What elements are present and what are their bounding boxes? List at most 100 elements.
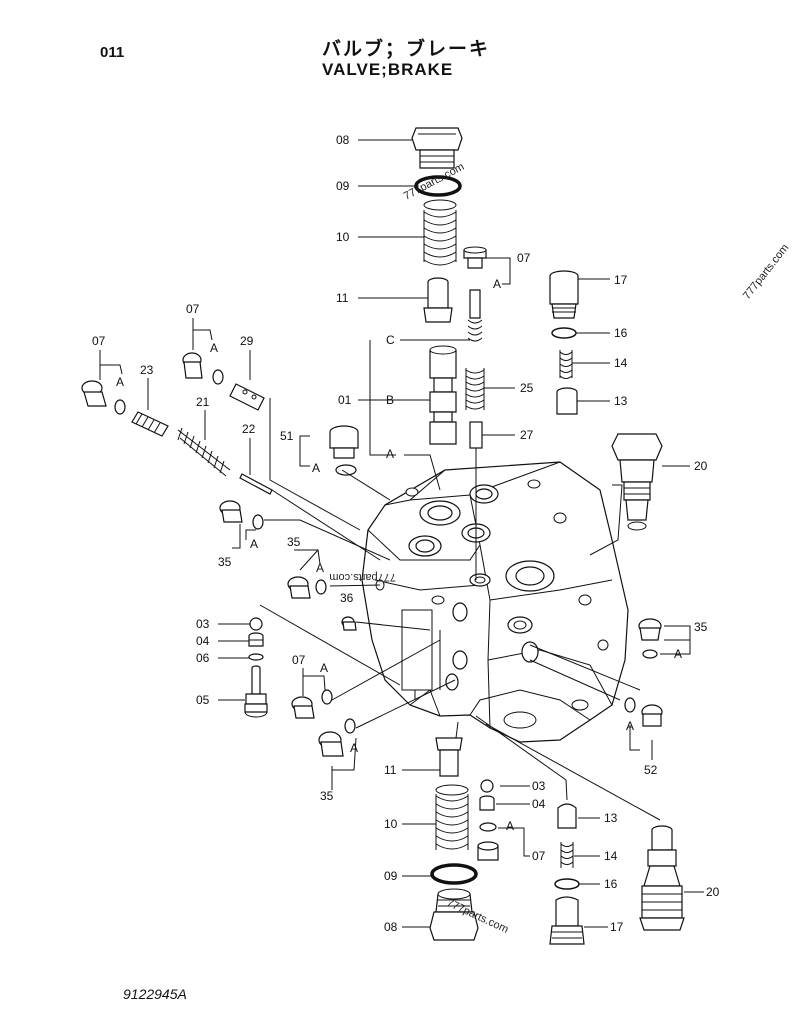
reference-markers: A A A A A B C A A A A A A A [116, 277, 682, 833]
part-08-top-plug[interactable] [411, 127, 463, 169]
callout-17-bottom: 17 [610, 920, 624, 934]
watermark-side: 777parts.com [741, 242, 791, 302]
part-35-lower-plug[interactable] [318, 718, 356, 757]
valve-body [361, 461, 629, 743]
callout-35-right: 35 [694, 620, 708, 634]
callout-35-lower: 35 [320, 789, 334, 803]
part-08-bottom-plug[interactable] [429, 888, 479, 941]
marker-a-top: A [493, 277, 501, 291]
part-16-bottom-o-ring[interactable] [554, 878, 580, 890]
marker-a-center: A [386, 447, 394, 461]
part-22-pin[interactable] [239, 473, 381, 561]
marker-a-left-far: A [116, 375, 124, 389]
marker-c: C [386, 333, 395, 347]
callout-23: 23 [140, 363, 154, 377]
part-17-bottom-plug[interactable] [549, 896, 585, 945]
callout-27: 27 [520, 428, 534, 442]
callout-35-center-left: 35 [287, 535, 301, 549]
leader-lines [99, 139, 704, 928]
part-13-upper-cap[interactable] [556, 387, 578, 415]
part-29-sleeve[interactable] [229, 383, 265, 411]
callout-13-top: 13 [614, 394, 628, 408]
callout-07-top: 07 [517, 251, 531, 265]
marker-a-51: A [312, 461, 320, 475]
callout-08-top: 08 [336, 133, 350, 147]
callout-16-bottom: 16 [604, 877, 618, 891]
part-11-bottom-piston[interactable] [435, 737, 463, 777]
marker-a-bottom: A [506, 819, 514, 833]
callout-17-top: 17 [614, 273, 628, 287]
marker-a-07-lower: A [320, 661, 328, 675]
part-51-plug[interactable] [329, 425, 359, 476]
callout-16-top: 16 [614, 326, 628, 340]
callout-14-bottom: 14 [604, 849, 618, 863]
callout-10-top: 10 [336, 230, 350, 244]
part-10-bottom-spring[interactable] [435, 784, 469, 850]
part-05-plunger[interactable] [244, 665, 268, 718]
part-06-ring[interactable] [248, 653, 264, 661]
callout-11-bottom: 11 [384, 763, 397, 777]
callout-07-left-upper: 07 [186, 302, 200, 316]
sheet-number: 011 [100, 44, 125, 61]
part-14-upper-spring[interactable] [559, 350, 573, 379]
marker-b: B [386, 393, 394, 407]
part-35-plug-left[interactable] [219, 500, 264, 530]
part-20-upper-relief-valve[interactable] [611, 433, 663, 531]
callout-20-top: 20 [694, 459, 708, 473]
callout-04-left: 04 [196, 634, 210, 648]
part-25-rod-spring[interactable] [465, 289, 485, 410]
callout-04-bottom: 04 [532, 797, 546, 811]
part-07-left-plug-upper[interactable] [182, 352, 224, 385]
callout-25: 25 [520, 381, 534, 395]
part-01-spool[interactable] [429, 345, 457, 445]
part-07-left-plug-far[interactable] [81, 380, 126, 415]
drawing-number: 9122945A [123, 986, 187, 1002]
marker-a-35-center: A [316, 561, 324, 575]
callout-03-bottom: 03 [532, 779, 546, 793]
callout-03-left: 03 [196, 617, 210, 631]
part-35-plug-center-left[interactable] [287, 576, 327, 599]
callout-51: 51 [280, 429, 294, 443]
callout-09-top: 09 [336, 179, 350, 193]
marker-a-left-upper: A [210, 341, 218, 355]
marker-a-35-right: A [674, 647, 682, 661]
callout-11-top: 11 [336, 291, 349, 305]
part-20-bottom-relief-valve[interactable] [639, 825, 685, 931]
part-13-bottom-cap[interactable] [557, 803, 577, 829]
part-07-bottom-plug[interactable] [477, 822, 499, 861]
part-14-bottom-spring[interactable] [560, 842, 574, 868]
callout-36: 36 [340, 591, 354, 605]
part-04-seat[interactable] [248, 632, 264, 647]
callout-01: 01 [338, 393, 352, 407]
part-07-center-plug[interactable] [463, 246, 487, 269]
callout-20-bottom: 20 [706, 885, 720, 899]
part-09-bottom-o-ring[interactable] [430, 863, 478, 885]
title-english: VALVE;BRAKE [322, 60, 454, 79]
callout-06: 06 [196, 651, 210, 665]
callout-14-top: 14 [614, 356, 628, 370]
marker-a-35-lower: A [350, 741, 358, 755]
part-07-lower-left-plug[interactable] [291, 689, 333, 719]
part-03-bottom-ball[interactable] [480, 779, 494, 793]
part-52-right-plug[interactable] [624, 697, 663, 727]
callout-labels: 08 09 10 11 07 17 16 14 13 25 27 01 07 0… [92, 133, 720, 934]
callout-07-bottom: 07 [532, 849, 546, 863]
marker-a-52: A [626, 719, 634, 733]
part-35-right-plug[interactable] [638, 618, 662, 659]
part-11-top-piston[interactable] [423, 277, 453, 323]
part-21-long-spring[interactable] [177, 427, 231, 477]
title-japanese: バルブ；ブレーキ [322, 39, 491, 60]
part-04-bottom-seat[interactable] [479, 795, 495, 811]
callout-10-bottom: 10 [384, 817, 398, 831]
callout-29: 29 [240, 334, 254, 348]
part-03-ball[interactable] [249, 617, 263, 631]
part-17-upper-plug[interactable] [549, 270, 579, 319]
callout-21: 21 [196, 395, 210, 409]
callout-08-bottom: 08 [384, 920, 398, 934]
part-23-adjuster-screw[interactable] [131, 411, 169, 437]
part-16-upper-o-ring[interactable] [551, 327, 577, 339]
callout-05: 05 [196, 693, 210, 707]
part-10-top-spring[interactable] [423, 199, 457, 266]
part-36-small-plug[interactable] [341, 616, 357, 631]
